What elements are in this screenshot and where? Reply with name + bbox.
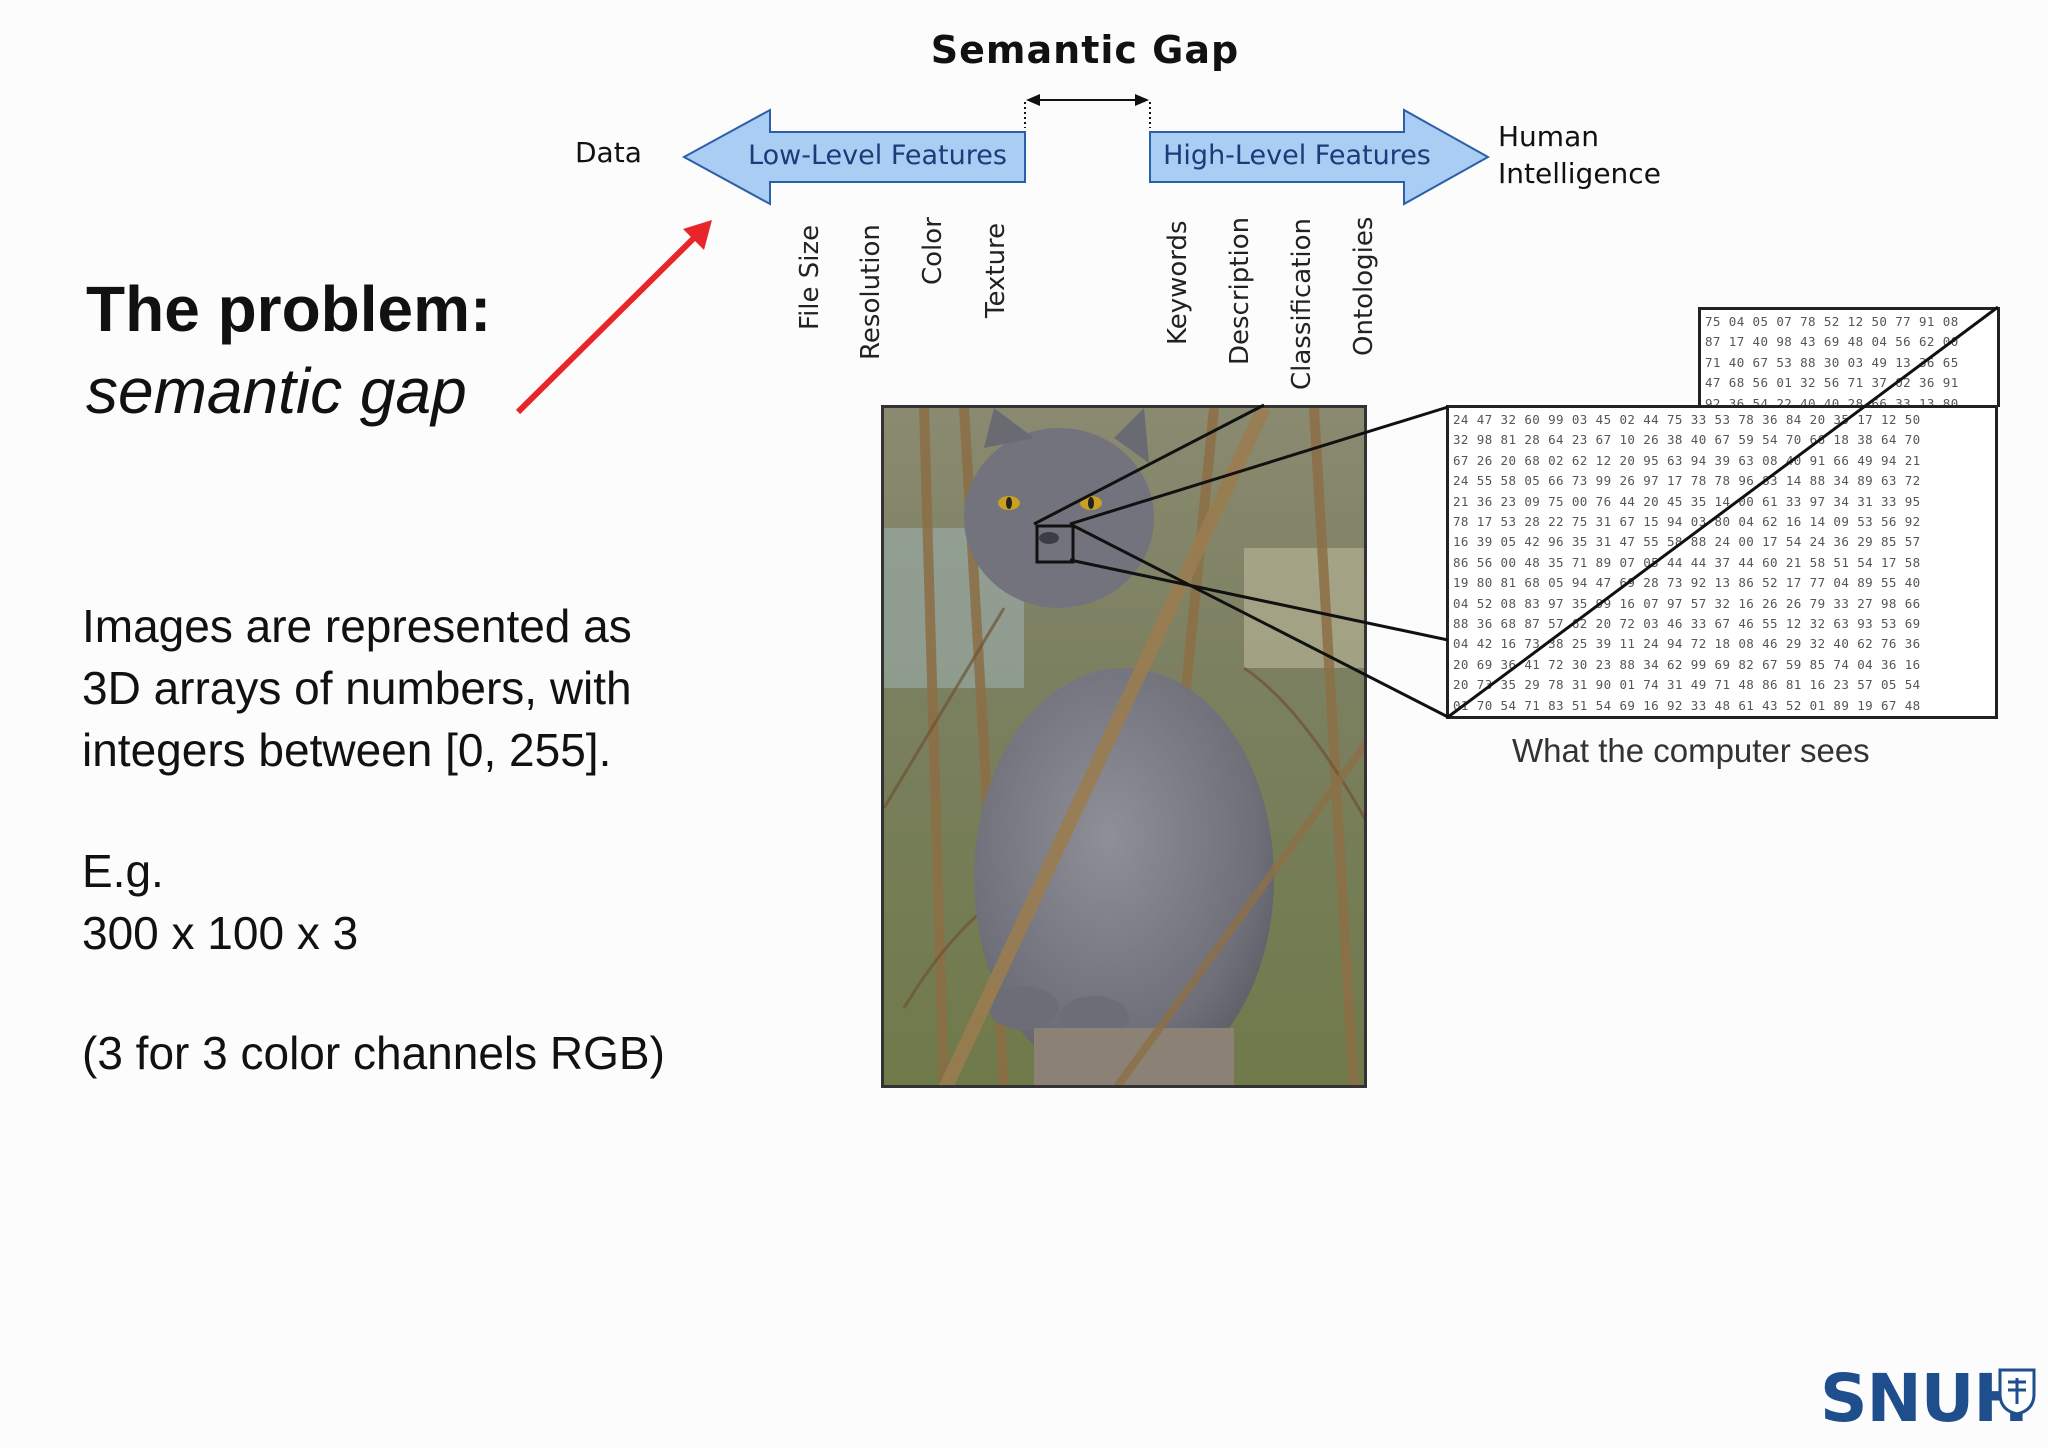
feature-color: Color: [918, 217, 948, 285]
number-grid-top: 75 04 05 07 78 52 12 50 77 91 08 87 17 4…: [1698, 307, 2000, 407]
feature-file-size: File Size: [795, 224, 825, 330]
example-line: 300 x 100 x 3: [82, 907, 359, 959]
body-line: integers between [0, 255].: [82, 724, 612, 776]
feature-description: Description: [1225, 216, 1255, 365]
semantic-gap-diagram: [515, 94, 1491, 415]
array-description: Images are represented as 3D arrays of n…: [82, 595, 632, 781]
number-grid: 24 47 32 60 99 03 45 02 44 75 33 53 78 3…: [1446, 405, 1998, 719]
human-intelligence-label: Human Intelligence: [1498, 118, 1661, 192]
problem-title: The problem:: [86, 273, 492, 345]
logo-text: SNUH: [1820, 1360, 2029, 1437]
example-line: E.g.: [82, 845, 164, 897]
diagram-title: Semantic Gap: [930, 28, 1240, 72]
problem-subtitle: semantic gap: [86, 355, 467, 427]
human-intelligence-line1: Human: [1498, 120, 1599, 153]
human-intelligence-line2: Intelligence: [1498, 157, 1661, 190]
grid-top-text: 75 04 05 07 78 52 12 50 77 91 08 87 17 4…: [1705, 314, 1959, 407]
figure-caption: What the computer sees: [1512, 732, 1870, 769]
feature-ontologies: Ontologies: [1349, 216, 1379, 356]
problem-heading: The problem: semantic gap: [86, 268, 491, 432]
gap-bracket: [1024, 94, 1151, 128]
high-level-arrow: [1149, 108, 1491, 206]
grid-main-text: 24 47 32 60 99 03 45 02 44 75 33 53 78 3…: [1453, 412, 1921, 713]
body-line: 3D arrays of numbers, with: [82, 662, 632, 714]
feature-resolution: Resolution: [856, 224, 886, 360]
cat-illustration: [884, 408, 1364, 1085]
shield-icon: [1998, 1368, 2036, 1416]
example-text: E.g. 300 x 100 x 3: [82, 840, 358, 964]
body-line: Images are represented as: [82, 600, 632, 652]
channels-note: (3 for 3 color channels RGB): [82, 1027, 665, 1079]
feature-texture: Texture: [981, 222, 1011, 318]
data-label: Data: [575, 136, 642, 169]
feature-keywords: Keywords: [1163, 220, 1193, 345]
low-level-arrow: [681, 108, 1026, 206]
cat-photo: [881, 405, 1367, 1088]
high-level-features-label: High-Level Features: [1163, 140, 1431, 171]
low-level-features-label: Low-Level Features: [748, 140, 1007, 171]
red-pointer-arrow: [515, 220, 712, 415]
feature-classification: Classification: [1287, 217, 1317, 390]
snuh-logo: SNUH: [1820, 1360, 2029, 1437]
